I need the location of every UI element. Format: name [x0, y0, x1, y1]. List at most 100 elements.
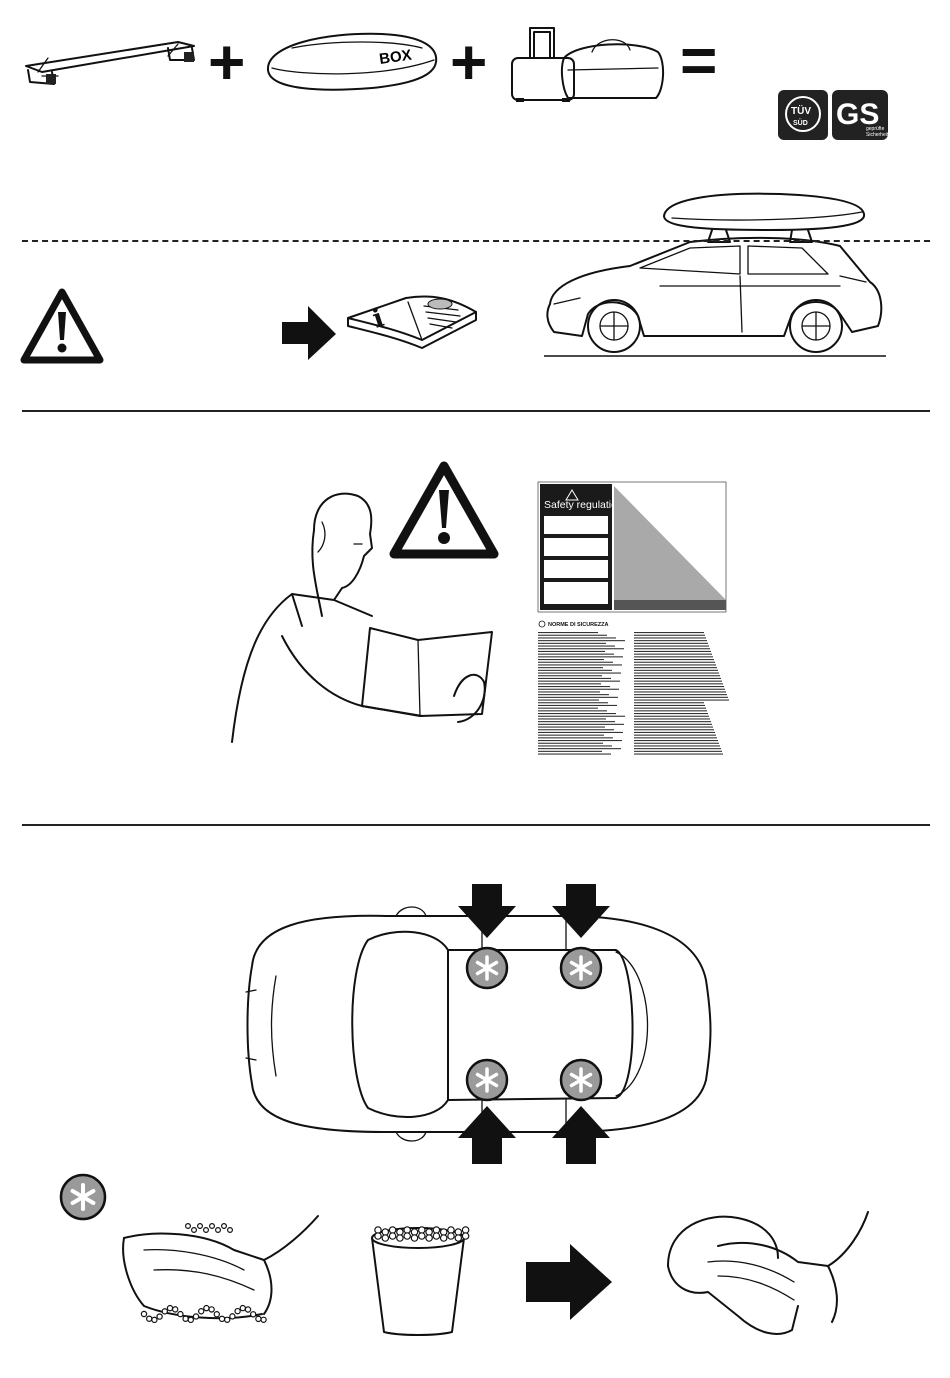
manual-body-text	[538, 632, 729, 755]
manual-text-line	[538, 710, 607, 711]
manual-text-line	[634, 700, 729, 701]
manual-text-line	[634, 729, 714, 730]
manual-text-line	[538, 724, 624, 725]
certification-badges: TÜV SÜD GS geprüfte Sicherheit	[778, 90, 890, 140]
manual-text-line	[538, 754, 611, 755]
water-drop	[209, 1307, 214, 1312]
manual-text-line	[634, 727, 713, 728]
drying-cloth-icon	[648, 1206, 888, 1342]
manual-text-line	[538, 737, 613, 738]
manual-text-line	[634, 689, 725, 690]
water-drop	[216, 1228, 221, 1233]
water-drop	[167, 1306, 172, 1311]
water-drop	[245, 1307, 250, 1312]
manual-text-line	[634, 635, 705, 636]
manual-text-line	[538, 689, 619, 690]
arrow-up-right	[552, 1106, 610, 1164]
manual-text-line	[538, 656, 623, 657]
manual-text-line	[538, 635, 607, 636]
manual-text-line	[538, 670, 612, 671]
bucket-icon	[360, 1208, 480, 1336]
manual-text-line	[634, 713, 708, 714]
tuv-sud-badge: TÜV SÜD	[778, 90, 828, 140]
plus-sign-2: +	[450, 30, 487, 94]
manual-text-line	[634, 721, 711, 722]
manual-text-line	[538, 637, 616, 638]
manual-text-line	[538, 732, 623, 733]
manual-text-line	[538, 640, 625, 641]
separator-1	[22, 410, 930, 412]
manual-text-line	[538, 683, 601, 684]
manual-text-line	[634, 694, 727, 695]
water-drop	[186, 1224, 191, 1229]
water-drop	[222, 1224, 227, 1229]
asterisk-contact-point-3	[467, 1060, 507, 1100]
manual-text-line	[538, 681, 620, 682]
manual-text-line	[634, 667, 717, 668]
manual-text-line	[634, 637, 706, 638]
manual-text-line	[538, 686, 610, 687]
roof-box-label: BOX	[378, 47, 413, 68]
manual-text-line	[634, 710, 707, 711]
manual-text-line	[538, 743, 603, 744]
cleaning-cloth-icon	[114, 1210, 324, 1340]
manual-text-line	[634, 748, 721, 749]
roof-box-icon: BOX	[262, 26, 442, 98]
water-drop	[192, 1228, 197, 1233]
manual-text-line	[538, 748, 621, 749]
manual-text-line	[538, 702, 608, 703]
water-drop	[448, 1233, 454, 1239]
manual-text-line	[538, 651, 605, 652]
gs-line2: Sicherheit	[866, 132, 889, 138]
manual-text-line	[634, 718, 710, 719]
manual-text-line	[634, 702, 704, 703]
manual-text-line	[634, 754, 723, 755]
water-drop	[147, 1316, 152, 1321]
manual-text-line	[538, 708, 598, 709]
manual-text-line	[634, 724, 712, 725]
water-drop	[157, 1314, 162, 1319]
info-book-icon: i	[342, 288, 480, 352]
manual-text-line	[634, 751, 722, 752]
arrow-to-drying	[524, 1244, 614, 1320]
manual-text-line	[538, 718, 606, 719]
water-drop	[426, 1235, 432, 1241]
manual-text-line	[634, 662, 715, 663]
water-drop	[261, 1317, 266, 1322]
warning-sign-left	[20, 288, 104, 364]
water-drop	[225, 1317, 230, 1322]
manual-text-line	[538, 646, 615, 647]
manual-text-line	[634, 648, 710, 649]
manual-text-line	[634, 646, 709, 647]
manual-text-line	[634, 651, 711, 652]
plus-sign-1: +	[208, 30, 245, 94]
arrow-down-left	[458, 884, 516, 938]
dry-cloth-hand	[648, 1206, 888, 1342]
manual-text-line	[538, 705, 617, 706]
manual-text-line	[538, 654, 614, 655]
equals-sign: =	[680, 28, 717, 92]
dashed-separator	[22, 240, 930, 242]
water-drop	[375, 1233, 381, 1239]
manual-text-line	[634, 670, 718, 671]
water-drop	[397, 1235, 403, 1241]
asterisk-legend	[58, 1172, 108, 1222]
water-drop	[199, 1309, 204, 1314]
manual-text-line	[634, 686, 724, 687]
water-drop	[382, 1235, 388, 1241]
manual-text-line	[538, 643, 606, 644]
luggage-icon	[508, 18, 668, 102]
manual-text-line	[538, 729, 614, 730]
manual-text-line	[538, 662, 613, 663]
manual-text-line	[634, 735, 716, 736]
water-drop	[210, 1224, 215, 1229]
manual-text-line	[634, 737, 717, 738]
manual-text-line	[538, 675, 602, 676]
water-drop	[411, 1235, 417, 1241]
water-drop	[235, 1309, 240, 1314]
manual-text-line	[538, 659, 604, 660]
tuv-text: TÜV	[791, 104, 811, 117]
water-drop	[178, 1312, 183, 1317]
manual-text-line	[538, 632, 598, 633]
manual-text-line	[634, 681, 722, 682]
